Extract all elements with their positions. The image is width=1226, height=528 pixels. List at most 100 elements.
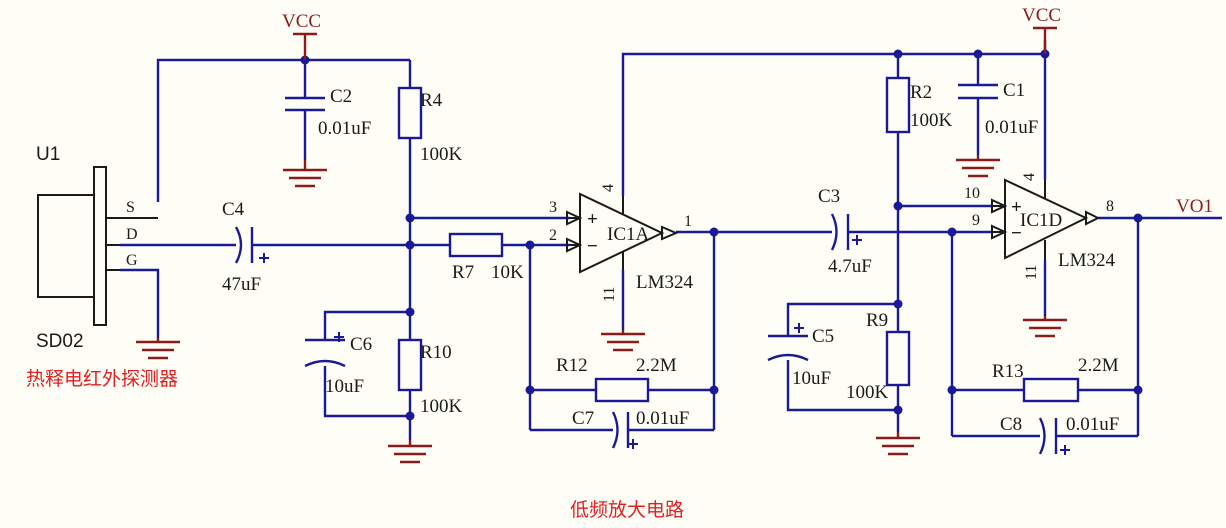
sensor-pin-d: D xyxy=(126,226,138,243)
ground-icon xyxy=(136,338,180,360)
c6-ref: C6 xyxy=(350,334,372,355)
capacitor-c1: C1 0.01uF xyxy=(958,80,1038,138)
c7-ref: C7 xyxy=(572,408,594,429)
junction xyxy=(1133,213,1143,223)
ic1a-pin2: 2 xyxy=(549,227,557,244)
junction xyxy=(893,49,903,59)
ground-icon xyxy=(283,160,327,188)
c3-value: 4.7uF xyxy=(828,256,872,277)
c1-ref: C1 xyxy=(1003,80,1025,101)
ic1a-plus: + xyxy=(587,209,598,230)
capacitor-c2: C2 0.01uF xyxy=(285,86,371,139)
vcc-left-label: VCC xyxy=(282,11,321,32)
junction xyxy=(893,405,903,415)
ic1d-part: LM324 xyxy=(1058,250,1116,271)
ic1d-pin4: 4 xyxy=(1021,173,1038,181)
c4-ref: C4 xyxy=(222,199,245,220)
r12-ref: R12 xyxy=(556,355,588,376)
junction xyxy=(893,201,903,211)
ic1a-pin11: 11 xyxy=(601,287,618,302)
resistor-r12: R12 2.2M xyxy=(556,355,677,403)
capacitor-c4: C4 47uF xyxy=(222,199,269,295)
ic1a-pin4: 4 xyxy=(600,184,617,192)
sensor-ref: U1 xyxy=(36,144,60,165)
c8-value: 0.01uF xyxy=(1066,414,1119,435)
ground-symbols xyxy=(136,155,1067,464)
ic1d-pin11: 11 xyxy=(1023,265,1040,280)
r2-ref: R2 xyxy=(910,82,932,103)
sensor-pin-s: S xyxy=(126,199,135,216)
vcc-symbol-left: VCC xyxy=(282,11,321,60)
resistor-r4: R4 100K xyxy=(397,86,463,165)
junction xyxy=(405,307,415,317)
ic1d-pin9: 9 xyxy=(972,212,980,229)
vcc-symbol-right: VCC xyxy=(1022,5,1061,54)
junction xyxy=(709,385,719,395)
junction xyxy=(405,240,415,250)
c2-ref: C2 xyxy=(330,86,352,107)
ground-icon xyxy=(876,432,920,456)
vcc-right-label: VCC xyxy=(1022,5,1061,26)
capacitor-c7: C7 0.01uF xyxy=(572,408,689,449)
r4-ref: R4 xyxy=(420,90,443,111)
capacitor-c5: C5 10uF xyxy=(767,323,834,389)
circuit-caption: 低频放大电路 xyxy=(570,499,684,521)
c5-ref: C5 xyxy=(812,326,834,347)
ic1a-pin3: 3 xyxy=(549,199,557,216)
junction xyxy=(947,385,957,395)
sensor-model: SD02 xyxy=(36,331,84,352)
ic1d-minus: − xyxy=(1011,223,1022,244)
c1-value: 0.01uF xyxy=(985,117,1038,138)
sensor-u1: U1 SD02 S D G xyxy=(36,144,158,352)
r10-value: 100K xyxy=(420,396,463,417)
ground-icon xyxy=(601,330,645,352)
opamp-ic1d: + − IC1D LM324 10 9 8 4 11 xyxy=(964,173,1116,280)
junction xyxy=(405,213,415,223)
ground-icon xyxy=(388,440,432,464)
r10-ref: R10 xyxy=(420,342,452,363)
c8-ref: C8 xyxy=(1000,414,1022,435)
r12-value: 2.2M xyxy=(636,355,677,376)
resistor-r9: R9 100K xyxy=(846,310,911,403)
junction xyxy=(1133,385,1143,395)
r9-value: 100K xyxy=(846,382,889,403)
junctions xyxy=(300,49,1143,421)
ic1d-pin8: 8 xyxy=(1106,198,1114,215)
capacitor-c8: C8 0.01uF xyxy=(1000,414,1119,455)
resistor-r10: R10 100K xyxy=(397,338,463,417)
c6-value: 10uF xyxy=(325,376,364,397)
r13-ref: R13 xyxy=(992,361,1024,382)
ic1d-ref: IC1D xyxy=(1020,210,1062,231)
r7-ref: R7 xyxy=(452,262,474,283)
r2-value: 100K xyxy=(910,110,953,131)
r4-value: 100K xyxy=(420,144,463,165)
ic1a-minus: − xyxy=(587,236,598,257)
capacitor-c6: C6 10uF xyxy=(304,332,372,397)
junction xyxy=(405,411,415,421)
c7-value: 0.01uF xyxy=(636,408,689,429)
wires xyxy=(120,40,1222,440)
c5-value: 10uF xyxy=(792,368,831,389)
ic1a-pin1: 1 xyxy=(684,213,692,230)
ic1d-pin10: 10 xyxy=(964,185,980,202)
c4-value: 47uF xyxy=(222,274,261,295)
junction xyxy=(947,227,957,237)
junction xyxy=(973,49,983,59)
r9-ref: R9 xyxy=(866,310,888,331)
opamp-ic1a: + − IC1A LM324 3 2 1 4 11 xyxy=(549,184,694,302)
junction xyxy=(525,385,535,395)
ground-icon xyxy=(956,155,1000,178)
r13-value: 2.2M xyxy=(1078,355,1119,376)
sensor-pin-g: G xyxy=(126,252,138,269)
junction xyxy=(709,227,719,237)
capacitor-c3: C3 4.7uF xyxy=(818,186,872,277)
c2-value: 0.01uF xyxy=(318,118,371,139)
junction xyxy=(893,299,903,309)
c3-ref: C3 xyxy=(818,186,840,207)
ic1a-part: LM324 xyxy=(636,272,694,293)
output-net-label: VO1 xyxy=(1176,196,1213,217)
sensor-caption: 热释电红外探测器 xyxy=(26,368,178,390)
ic1a-ref: IC1A xyxy=(607,224,650,245)
ic1d-plus: + xyxy=(1011,197,1022,218)
